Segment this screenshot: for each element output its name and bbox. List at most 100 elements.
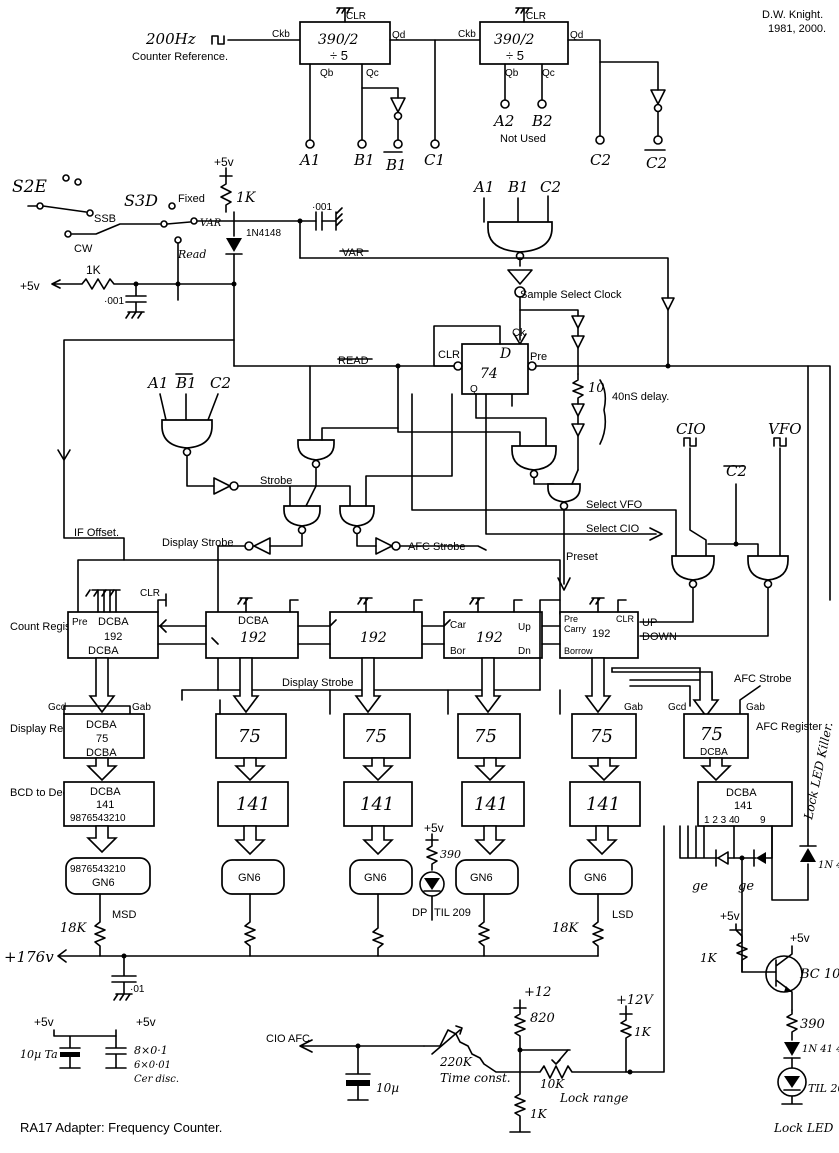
qb-label-1: Qb: [320, 68, 334, 79]
gcd-label-1: Gcd: [48, 702, 66, 713]
counter-digit-3: 192: [329, 611, 423, 659]
b1-out: B1: [353, 151, 375, 169]
svg-text:DCBA: DCBA: [238, 615, 269, 627]
inverter-b1: [390, 97, 406, 113]
svg-text:192: 192: [104, 631, 122, 643]
divider-390-1: [299, 21, 391, 65]
latch-afc: 75 DCBA: [683, 713, 749, 759]
dp-label: DP: [412, 907, 427, 919]
r390-lock-label: 390: [800, 1017, 825, 1032]
svg-text:75: 75: [238, 726, 261, 747]
r1k-bottom-label: 1K: [530, 1107, 548, 1121]
r10-label: 10: [588, 381, 605, 396]
nixie-digit-4: GN6: [455, 859, 519, 895]
cap-001-b: ·001: [104, 296, 124, 307]
diode-ge-a: [717, 851, 729, 865]
svg-text:75: 75: [700, 724, 723, 745]
c1-out: C1: [424, 151, 445, 169]
r1k-label: 1K: [236, 190, 257, 206]
bc107-label: BC 107: [799, 967, 839, 982]
ff-pre-label: Pre: [530, 351, 547, 363]
ff-74-label: 74: [480, 366, 498, 382]
cap-10u-label: 10µ: [376, 1081, 399, 1095]
diode-lock-label: 1N 41 48: [802, 1044, 839, 1055]
svg-text:DCBA: DCBA: [726, 787, 757, 799]
tube-bus-arrows: [86, 825, 618, 856]
div-label-1: 390/2: [318, 32, 358, 48]
decoder-digit-2: 141: [217, 781, 289, 827]
plus5v-bias: +5v: [720, 909, 740, 923]
preset-label: Preset: [566, 551, 598, 563]
a2-out: A2: [492, 112, 514, 130]
b1-in: B1: [507, 178, 529, 196]
decoder-lsd: 141: [569, 781, 641, 827]
var-bar-label: VAR: [342, 247, 364, 259]
lock-led-killer-label: Lock LED Killer.: [801, 721, 835, 822]
til209-label: TIL 209: [434, 907, 471, 919]
author-label: D.W. Knight.: [762, 9, 823, 21]
nixie-digit-3: GN6: [349, 859, 413, 895]
ground-icon: [515, 7, 533, 14]
r1k-b-label: 1K: [86, 263, 101, 277]
inverter-c2: [650, 89, 666, 105]
flipflop-74: [461, 343, 529, 395]
svg-text:GN6: GN6: [92, 877, 115, 889]
svg-text:9876543210: 9876543210: [70, 813, 126, 824]
ground-icon: [336, 7, 354, 14]
plus5v-top: +5v: [214, 155, 234, 169]
diode-1n4148-killer: [800, 848, 816, 862]
diode-label: 1N4148: [246, 228, 281, 239]
svg-text:Up: Up: [518, 622, 531, 633]
fixed-label: Fixed: [178, 193, 205, 205]
counter-reference-label: Counter Reference.: [132, 51, 228, 63]
nand-gate-display: [283, 505, 321, 527]
vfo-label: VFO: [768, 420, 802, 438]
strobe-label: Strobe: [260, 475, 292, 487]
inverter-strobe: [213, 477, 231, 495]
qc-label-2: Qc: [542, 68, 555, 79]
gcd-label-afc: Gcd: [668, 702, 686, 713]
count-register-label: Count Register: [10, 621, 84, 633]
nand-gate-delay: [511, 445, 557, 471]
afc-register-label: AFC Register: [756, 721, 822, 733]
ff-d-label: D: [499, 346, 511, 362]
div-label-2: 390/2: [494, 32, 534, 48]
pot-10k: [519, 1065, 631, 1079]
diode-1n4148: [226, 238, 242, 252]
cw-label: CW: [74, 243, 93, 255]
ckb-label-1: Ckb: [272, 29, 290, 40]
not-used-label: Not Used: [500, 133, 546, 145]
divider-390-2: [479, 21, 569, 65]
gab-label-lsd: Gab: [624, 702, 643, 713]
decoder-bus-arrows: [86, 757, 732, 782]
afc-strobe-label-top: AFC Strobe: [408, 541, 465, 553]
a1-in: A1: [472, 178, 494, 196]
svg-text:192: 192: [360, 630, 387, 646]
select-cio-label: Select CIO: [586, 523, 640, 535]
ge-b-label: ge: [738, 879, 754, 894]
til209-lock-label: TIL 209: [808, 1082, 839, 1095]
resistor-1k: [220, 175, 232, 213]
svg-text:141: 141: [474, 794, 508, 815]
counter-digit-4: Car Bor 192 Up Dn: [443, 611, 543, 659]
decoder-digit-4: 141: [461, 781, 525, 827]
svg-text:192: 192: [476, 630, 503, 646]
ssb-label: SSB: [94, 213, 116, 225]
svg-text:141: 141: [360, 794, 394, 815]
cap-01-label: ·01: [130, 984, 145, 995]
plus5v-dec-1: +5v: [34, 1015, 54, 1029]
b1bar-strobe-in: B1: [175, 374, 197, 392]
svg-text:DCBA: DCBA: [86, 747, 117, 759]
var-switch-label: VAR: [200, 218, 222, 229]
sample-select-clock-label: Sample Select Clock: [520, 289, 622, 301]
decoder-digit-3: 141: [343, 781, 413, 827]
plus5v-transistor: +5v: [790, 931, 810, 945]
plus5v-dec-2: +5v: [136, 1015, 156, 1029]
qb-label-2: Qb: [505, 68, 519, 79]
r18k-msd: 18K: [60, 921, 88, 936]
latch-digit-2: 75: [215, 713, 287, 759]
svg-text:9: 9: [760, 815, 766, 826]
svg-text:0: 0: [734, 815, 740, 826]
r1k-bias-label: 1K: [700, 951, 718, 965]
